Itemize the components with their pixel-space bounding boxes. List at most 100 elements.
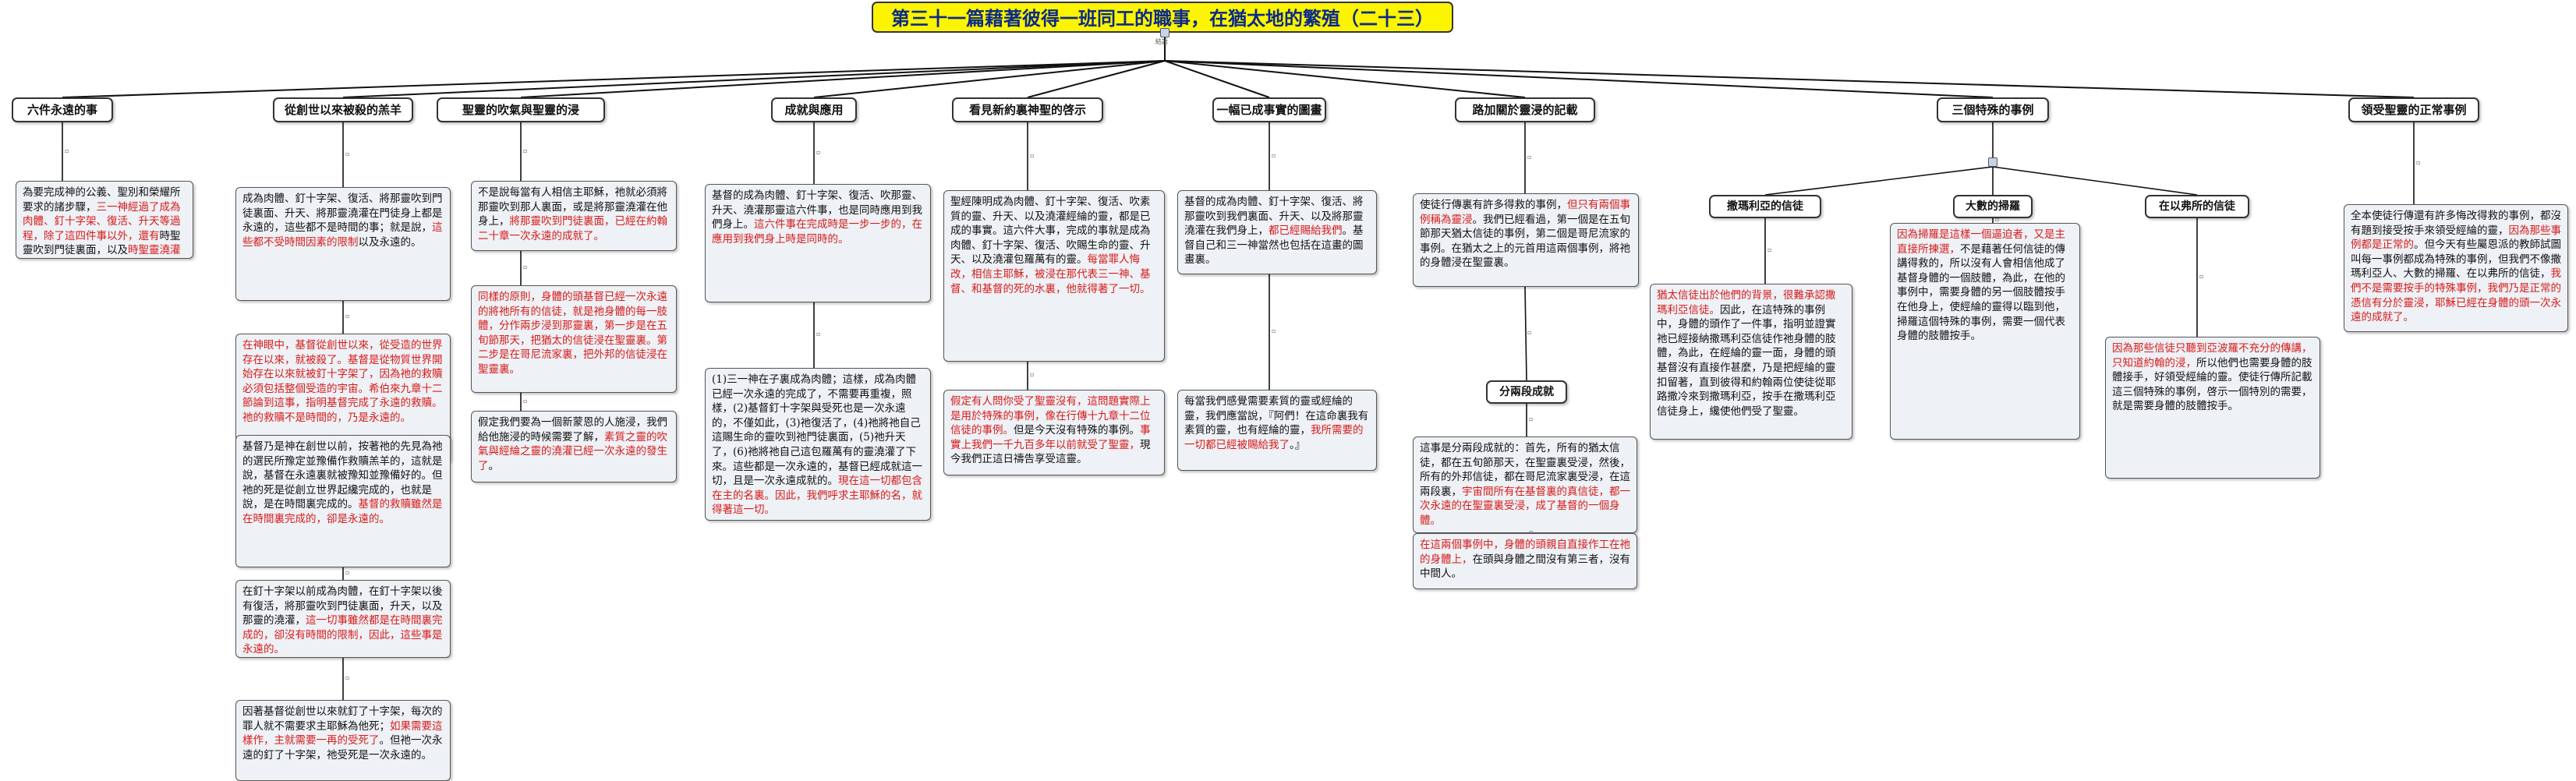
note-text: 但是今天沒有特殊的事例。	[1014, 424, 1140, 437]
highlighted-text: 假定有人問你受了聖靈沒有，這問題實際上是用於特殊的事例，像在行傳十九章十二位信徒…	[950, 395, 1151, 437]
note-box: (1)三一神在子裏成為肉體；這樣，成為肉體已經一次永遠的完成了，不需要再重複，照…	[705, 368, 931, 521]
root-marker: 結語	[1155, 38, 1168, 45]
highlighted-text: 宇宙間所有在基督裏的真信徒，都一次永遠的在聖靈裏受浸，成了基督的一個身體。	[1420, 485, 1630, 527]
highlighted-text: 我們不是需要按手的特殊事例，我們乃是正常的憑信有分於靈浸，耶穌已經在身體的頭一次…	[2351, 267, 2561, 324]
note-box: 因為那些信徒只聽到亞波羅不充分的傳講，只知道約翰的浸，所以他們也需要身體的肢體接…	[2105, 337, 2320, 479]
note-box: 因著基督從創世以來就釘了十字架，每次的罪人就不需要求主耶穌為他死；如果需要這樣作…	[235, 700, 451, 781]
highlighted-text: 因為掃羅是這樣一個逼迫者，	[1897, 228, 2034, 241]
note-text: 時聖靈吹到門徒裏面，以及	[23, 229, 181, 257]
connector-marker: ▫	[345, 674, 350, 681]
note-box: 聖經陳明成為肉體、釘十字架、復活、吹素質的靈、升天、以及澆灌經綸的靈，都是已成的…	[943, 190, 1165, 362]
highlighted-text: 這些都不受時間因素的限制	[242, 221, 443, 249]
main-branch	[520, 60, 1166, 98]
connector-marker: ▫	[1272, 151, 1276, 159]
highlighted-text: 這六件事在完成時是一步一步的，在應用到我們身上時是同時的。	[712, 218, 922, 246]
topic-node[interactable]: 在以弗所的信徒	[2145, 195, 2249, 218]
highlighted-text: 這一切事雖然都是在時間裏完成的，卻沒有時間的限制，因此，這些事是永遠的。	[242, 614, 443, 656]
connector-marker: ▫	[1995, 216, 2000, 223]
note-text: 使徒行傳裏有許多得救的事例，	[1420, 199, 1567, 211]
connector-marker: ▫	[1527, 153, 1532, 161]
highlighted-text: 因為那些事例都是正常的	[2351, 224, 2561, 252]
topic-node[interactable]: 路加關於靈浸的記載	[1455, 97, 1595, 122]
note-box: 這事是分兩段成就的：首先，所有的猶太信徒，都在五旬節那天，在聖靈裏受浸，然後，所…	[1413, 436, 1637, 533]
sub-branch	[1992, 166, 2198, 196]
highlighted-text: 如果需要這樣作，主就需要一再的受死了	[242, 719, 443, 747]
note-text: 。基督自己和三一神當然也包括在這畫的圖畫裏。	[1184, 224, 1364, 267]
main-branch	[1164, 60, 2415, 98]
main-branch	[813, 60, 1166, 98]
connector-marker: ▫	[1529, 415, 1534, 422]
note-text: 。我們已經看過，第一個是在五旬節那天猶太信徒的事例，第二個是哥尼流家的事例。在猶…	[1420, 213, 1630, 270]
note-text: 現今我們正這日禱告享受這靈。	[950, 438, 1151, 466]
main-branch	[342, 60, 1166, 98]
page-title: 第三十一篇藉著彼得一班同工的職事，在猶太地的繁殖（二十三）	[872, 2, 1453, 33]
note-text: 因此，在這特殊的事例中，身體的頭作了一件事，指明並證實祂已經接納撒瑪利亞信徒作祂…	[1657, 303, 1836, 418]
connector-marker: ▫	[1030, 151, 1035, 159]
connector-marker: ▫	[345, 150, 350, 157]
root-hub[interactable]	[1160, 28, 1169, 37]
note-box: 成為肉體、釘十字架、復活、將那靈吹到門徒裏面、升天、將那靈澆灌在門徒身上都是永遠…	[235, 187, 451, 301]
note-text: 基督的成為肉體、釘十字架、復活、將那靈吹到我們裏面、升天、以及將那靈澆灌在我們身…	[1184, 196, 1364, 238]
highlighted-text: 在神眼中，基督從創世以來，從受造的世界存在以來，就被殺了。基督是從物質世界開始存…	[242, 339, 443, 410]
connector-marker: ▫	[2416, 158, 2421, 166]
highlighted-text: 每當罪人悔改，相信主耶穌，被浸在那代表三一神、基督、和基督的死的水裏，他就得著了…	[950, 253, 1151, 295]
note-text: 。』	[1290, 438, 1306, 451]
note-text: 全本使徒行傳還有許多悔改得救的事例，都沒有題到接受按手來領受經綸的靈，	[2351, 210, 2561, 237]
main-branch	[62, 60, 1166, 98]
topic-node[interactable]: 撒瑪利亞的信徒	[1709, 195, 1821, 218]
main-branch	[1027, 60, 1166, 98]
connector-line	[1524, 286, 1527, 381]
main-branch	[1164, 60, 1526, 98]
main-branch	[1164, 60, 1270, 98]
topic-node[interactable]: 大數的掃羅	[1953, 195, 2033, 218]
note-text: 所以他們也需要身體的肢體接手，好領受經綸的靈。使徒行傳所記載這三個特殊的事例，啓…	[2112, 356, 2312, 413]
note-box: 猶太信徒出於他們的背景，很難承認撒瑪利亞信徒。因此，在這特殊的事例中，身體的頭作…	[1650, 284, 1852, 440]
connector-marker: ▫	[1527, 329, 1532, 336]
connector-marker: ▫	[523, 263, 528, 270]
note-text: 基督的成為肉體、釘十字架、復活、吹那靈、升天、澆灌那靈這六件事，也是同時應用到我…	[712, 189, 922, 231]
note-text: 成為肉體、釘十字架、復活、將那靈吹到門徒裏面、升天、將那靈澆灌在門徒身上都是永遠…	[242, 193, 443, 235]
highlighted-text: 我所需要的一切都已經被賜給我了	[1184, 424, 1364, 451]
highlighted-text: 基督的救贖雖然是在時間裏完成的，卻是永遠的。	[242, 498, 443, 525]
note-text: 以及永遠的。	[358, 235, 422, 249]
note-text: 。但祂一次永遠的釘了十字架，祂受死是一次永遠的。	[242, 734, 443, 762]
note-text: 。但今天有些屬恩派的教師試圖叫每一事例都成為特殊的事例，但我們不像撒瑪利亞人、大…	[2351, 239, 2561, 281]
highlighted-text: 但只有兩個事例稱為靈浸	[1420, 199, 1630, 226]
note-text: 不是說每當有人相信主耶穌，祂就必須將那靈吹到那人裏面，或是將那靈澆灌在他身上，	[478, 186, 667, 228]
note-box: 在釘十字架以前成為肉體，在釘十字架以後有復活，將那靈吹到門徒裏面，升天，以及那靈…	[235, 580, 451, 658]
highlighted-text: 事實上我們一千九百多年以前就受了聖靈，	[950, 424, 1151, 451]
connector-marker: ▫	[1272, 327, 1276, 334]
note-text: 不是藉著任何信徒的傳講得救的，所以沒有人會相信他成了基督身體的一個肢體，為此，在…	[1897, 242, 2065, 343]
topic-node[interactable]: 分兩段成就	[1486, 380, 1567, 404]
note-box: 使徒行傳裏有許多得救的事例，但只有兩個事例稱為靈浸。我們已經看過，第一個是在五旬…	[1413, 193, 1639, 287]
note-box: 因為掃羅是這樣一個逼迫者，又是主直接所揀選，不是藉著任何信徒的傳講得救的，所以沒…	[1890, 223, 2080, 440]
topic-node[interactable]: 聖靈的吹氣與聖靈的浸	[437, 97, 605, 122]
connector-marker: ▫	[345, 313, 350, 320]
topic-node[interactable]: 一幅已成事實的圖畫	[1212, 97, 1326, 122]
topic-node[interactable]: 領受聖靈的正常事例	[2348, 97, 2479, 122]
topic-node[interactable]: 看見新約裏神聖的啓示	[952, 97, 1103, 122]
connector-marker: ▫	[1767, 246, 1772, 253]
topic-node[interactable]: 三個特殊的事例	[1937, 97, 2049, 122]
highlighted-text: 三一神經過了成為肉體、釘十字架、復活、升天等過程，除了這四件事以外，還有	[23, 200, 181, 242]
connector-marker: ▫	[523, 147, 528, 154]
highlighted-text: 時聖靈澆灌在他們身上。	[128, 244, 181, 257]
topic-node[interactable]: 成就與應用	[771, 97, 857, 122]
topic-node[interactable]: 六件永遠的事	[12, 97, 113, 122]
highlighted-text: 祂的救贖不是時間的，乃是永遠的。	[242, 411, 411, 424]
topic-node[interactable]: 從創世以來被殺的羔羊	[273, 97, 413, 122]
note-text: 這事是分兩段成就的：首先，所有的猶太信徒，都在五旬節那天，在聖靈裏受浸，然後，所…	[1420, 442, 1630, 498]
highlighted-text: 素質之靈的吹氣與經綸之靈的澆灌已經一次永遠的發生了	[478, 430, 667, 472]
highlighted-text: 同樣的原則，身體的頭基督已經一次永遠的將祂所有的信徒，就是祂身體的每一肢體，分作…	[478, 291, 667, 376]
note-box: 假定我們要為一個新蒙恩的人施浸，我們給他施浸的時候需要了解，素質之靈的吹氣與經綸…	[471, 411, 677, 482]
connector-marker: ▫	[2199, 273, 2204, 280]
connector-marker: ▫	[65, 147, 69, 154]
note-box: 全本使徒行傳還有許多悔改得救的事例，都沒有題到接受按手來領受經綸的靈，因為那些事…	[2344, 204, 2568, 332]
sub-hub[interactable]	[1988, 157, 1997, 167]
connector-marker: ▫	[1030, 371, 1035, 378]
note-text: 因著基督從創世以來就釘了十字架，每次的罪人就不需要求主耶穌為他死；	[242, 705, 443, 733]
connector-marker: ▫	[816, 148, 821, 156]
connector-marker: ▫	[816, 330, 821, 337]
connector-marker: ▫	[523, 397, 528, 405]
